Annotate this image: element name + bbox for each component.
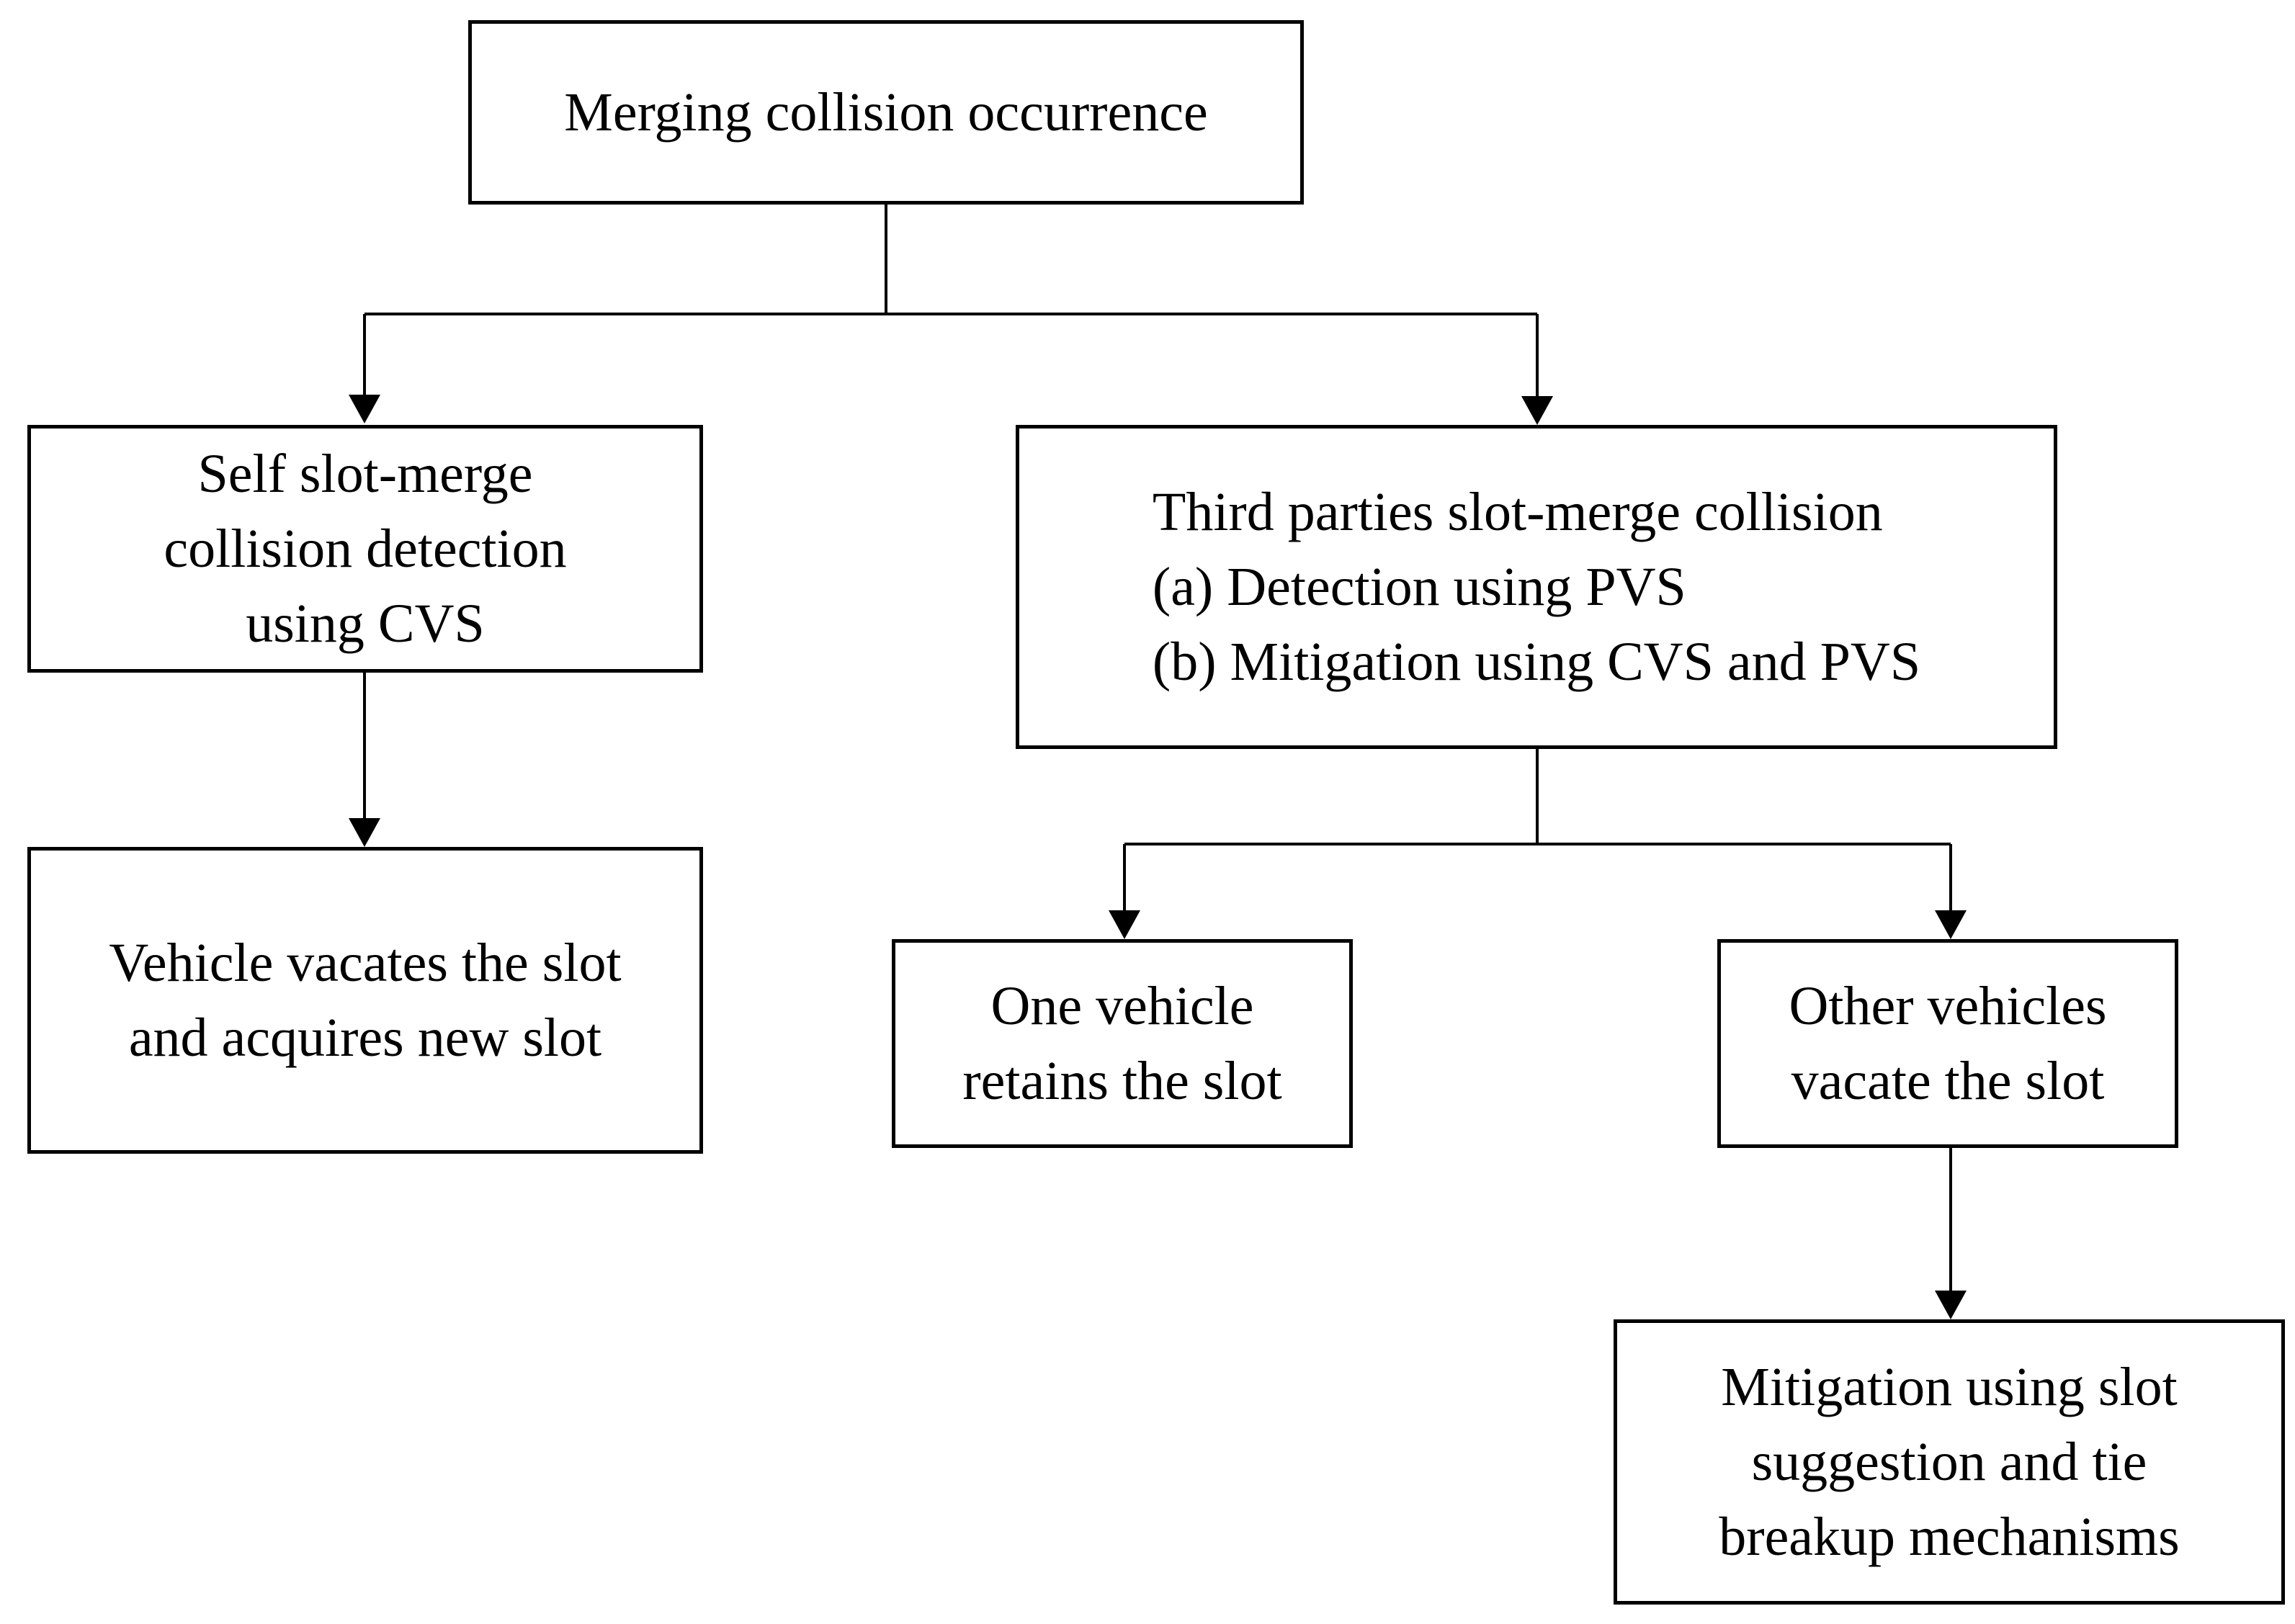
node-line: using CVS [246, 593, 485, 654]
node-other-vehicles-vacate: Other vehicles vacate the slot [1717, 939, 2178, 1148]
node-line: Other vehicles [1789, 976, 2107, 1036]
node-line: Mitigation using slot [1721, 1357, 2178, 1417]
arrow-to-vehicle-vacates [349, 671, 380, 847]
arrow-to-third-parties [1521, 314, 1553, 425]
node-text: Merging collision occurrence [564, 75, 1207, 150]
node-line: collision detection [164, 519, 567, 579]
node-self-slot-merge-detection: Self slot-merge collision detection usin… [27, 425, 703, 673]
node-line: (b) Mitigation using CVS and PVS [1152, 632, 1921, 692]
node-text: One vehicle retains the slot [962, 969, 1281, 1118]
node-text: Vehicle vacates the slot and acquires ne… [109, 925, 621, 1075]
node-text: Self slot-merge collision detection usin… [164, 436, 566, 661]
node-line: Third parties slot-merge collision [1152, 482, 1883, 542]
node-line: Vehicle vacates the slot [109, 933, 622, 993]
node-line: Merging collision occurrence [564, 82, 1208, 143]
node-one-vehicle-retains: One vehicle retains the slot [892, 939, 1353, 1148]
node-line: and acquires new slot [128, 1008, 602, 1068]
node-text: Other vehicles vacate the slot [1789, 969, 2106, 1118]
node-third-parties-collision: Third parties slot-merge collision (a) D… [1016, 425, 2057, 749]
arrow-to-one-vehicle [1109, 844, 1140, 939]
arrow-to-other-vehicles [1935, 844, 1967, 939]
node-vehicle-vacates-slot: Vehicle vacates the slot and acquires ne… [27, 847, 703, 1154]
node-text: Mitigation using slot suggestion and tie… [1719, 1350, 2179, 1574]
node-merging-collision-occurrence: Merging collision occurrence [468, 20, 1304, 205]
arrow-to-mitigation [1935, 1147, 1967, 1319]
node-mitigation-mechanisms: Mitigation using slot suggestion and tie… [1614, 1319, 2285, 1605]
node-line: breakup mechanisms [1719, 1507, 2180, 1567]
node-text: Third parties slot-merge collision (a) D… [1153, 475, 1920, 699]
node-line: One vehicle [990, 976, 1254, 1036]
node-line: vacate the slot [1791, 1051, 2105, 1111]
node-line: suggestion and tie [1751, 1432, 2147, 1492]
node-line: Self slot-merge [197, 444, 533, 504]
node-line: (a) Detection using PVS [1152, 557, 1686, 617]
arrow-to-self-detection [349, 314, 380, 423]
node-line: retains the slot [962, 1051, 1282, 1111]
